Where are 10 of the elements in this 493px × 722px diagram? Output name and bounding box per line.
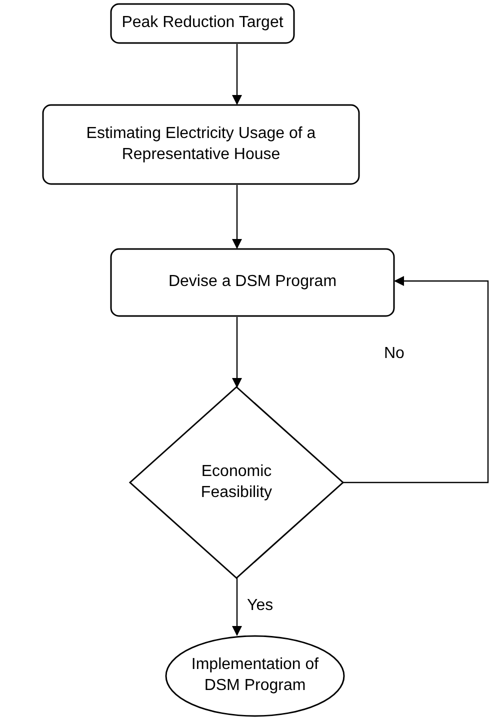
node-text: Economic Feasibility [200, 462, 274, 502]
node-text: Implementation of DSM Program [190, 655, 320, 696]
arrow [232, 44, 242, 105]
node-text: Devise a DSM Program [168, 272, 337, 292]
arrow [232, 578, 242, 636]
node-text: Estimating Electricity Usage of a Representative House [85, 124, 317, 164]
arrow [232, 185, 242, 249]
arrow [232, 317, 242, 388]
arrow [343, 276, 489, 484]
node-text: Peak Reduction Target [122, 13, 284, 34]
